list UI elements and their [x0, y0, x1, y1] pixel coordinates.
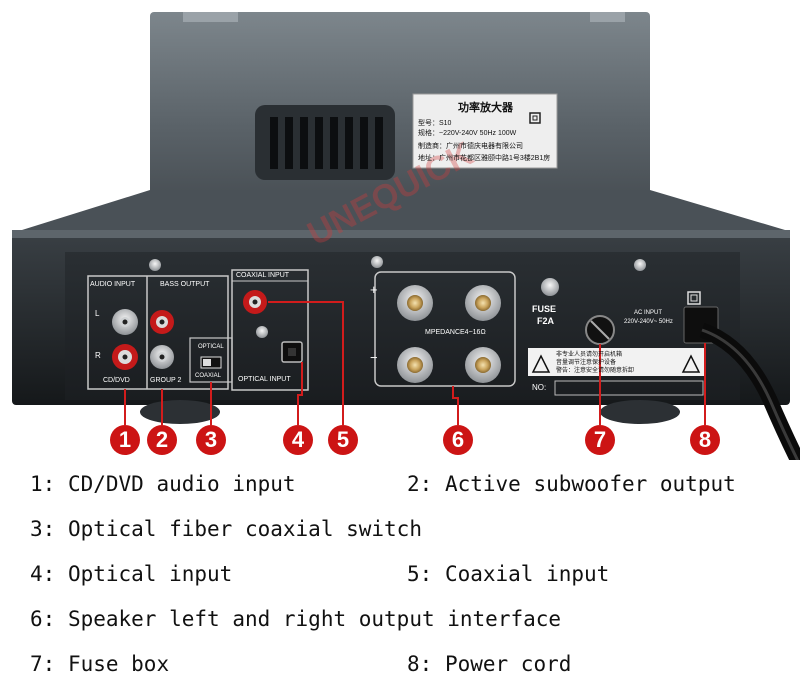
label-minus: − — [370, 350, 378, 365]
plate-maker: 制造商：广州市德庆电器有限公司 — [418, 143, 523, 150]
serial-box — [554, 380, 704, 396]
legend-num: 2: — [407, 472, 433, 496]
label-cd-dvd: CD/DVD — [103, 377, 130, 384]
legend-text: Coaxial input — [444, 562, 610, 586]
badge-5: 5 — [328, 425, 358, 455]
legend-num: 8: — [407, 652, 433, 676]
legend-text: Optical input — [67, 562, 233, 586]
info-plate — [412, 93, 558, 169]
label-optical-input: OPTICAL INPUT — [238, 376, 291, 383]
label-group2: GROUP 2 — [150, 377, 182, 384]
label-serial: NO: — [532, 383, 547, 392]
fuse-holder-top — [541, 278, 559, 296]
plate-title: 功率放大器 — [458, 102, 513, 114]
audio-input-frame — [87, 275, 229, 390]
label-impedance: MPEDANCE4~16Ω — [425, 329, 486, 336]
plate-model: 型号：S10 — [418, 120, 452, 127]
label-left: L — [95, 309, 100, 318]
legend-item-2: 2: Active subwoofer output — [407, 472, 736, 496]
legend-item-3: 3: Optical fiber coaxial switch — [30, 517, 422, 541]
label-ac-rating: 220V-240V~ 50Hz — [624, 319, 673, 325]
label-coaxial-input: COAXIAL INPUT — [236, 272, 290, 279]
transformer-cover — [150, 12, 650, 242]
badge-7: 7 — [585, 425, 615, 455]
legend-item-1: 1: CD/DVD audio input — [30, 472, 296, 496]
label-right: R — [95, 351, 101, 360]
legend-num: 7: — [30, 652, 56, 676]
badge-6: 6 — [443, 425, 473, 455]
legend-text: Fuse box — [67, 652, 170, 676]
legend-num: 4: — [30, 562, 56, 586]
label-switch-optical: OPTICAL — [198, 344, 224, 350]
badge-2: 2 — [147, 425, 177, 455]
label-bass-output: BASS OUTPUT — [160, 281, 210, 288]
legend-text: Power cord — [444, 652, 572, 676]
plate-address: 地址：广州市花都区雅颐中路1号3楼2B1房 — [418, 155, 551, 162]
label-fuse: FUSE — [532, 304, 557, 314]
label-ac-input: AC INPUT — [634, 310, 663, 316]
speaker-terminal-frame — [374, 271, 516, 387]
badge-3: 3 — [196, 425, 226, 455]
legend-item-5: 5: Coaxial input — [407, 562, 609, 586]
legend-text: Speaker left and right output interface — [67, 607, 562, 631]
legend: 1: CD/DVD audio input 2: Active subwoofe… — [0, 462, 800, 693]
label-switch-coaxial: COAXIAL — [195, 373, 222, 379]
legend-item-8: 8: Power cord — [407, 652, 571, 676]
legend-item-4: 4: Optical input — [30, 562, 232, 586]
warning-sticker — [528, 348, 705, 376]
badge-1: 1 — [110, 425, 140, 455]
label-plus: + — [370, 282, 378, 297]
badge-4: 4 — [283, 425, 313, 455]
chassis-top-edge — [22, 190, 785, 230]
coaxial-frame — [231, 269, 309, 391]
legend-num: 6: — [30, 607, 56, 631]
legend-item-6: 6: Speaker left and right output interfa… — [30, 607, 561, 631]
legend-text: CD/DVD audio input — [67, 472, 296, 496]
amplifier-rear-photo: UNEQUICK 功率放大器 型号：S10 规格：~220V-240V 50Hz… — [12, 12, 800, 460]
label-fuse-rating: F2A — [537, 316, 555, 326]
warning-line-1: 非专业人员请勿开启机箱 — [556, 352, 623, 358]
badge-8: 8 — [690, 425, 720, 455]
label-audio-input: AUDIO INPUT — [90, 281, 136, 288]
legend-num: 3: — [30, 517, 56, 541]
legend-text: Active subwoofer output — [444, 472, 736, 496]
amplifier-illustration — [12, 12, 800, 460]
legend-num: 1: — [30, 472, 56, 496]
legend-item-7: 7: Fuse box — [30, 652, 169, 676]
legend-num: 5: — [407, 562, 433, 586]
plate-spec: 规格：~220V-240V 50Hz 100W — [418, 130, 517, 137]
legend-text: Optical fiber coaxial switch — [67, 517, 422, 541]
warning-line-2: 音量调节注意保护设备 — [556, 360, 617, 366]
warning-line-3: 警告：注意安全请勿随意拆卸 — [556, 368, 635, 374]
